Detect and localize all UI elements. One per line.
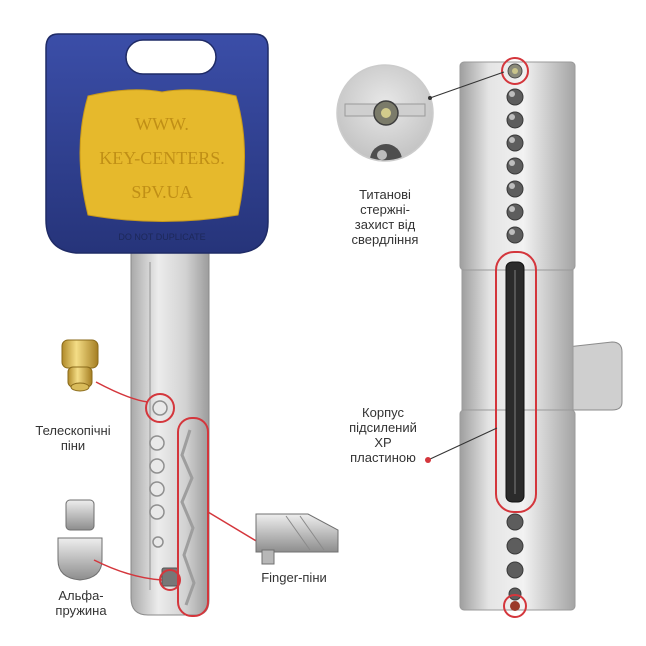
finger-pin: [255, 513, 339, 565]
alpha-spring: [57, 499, 103, 581]
telescopic-leader: [95, 381, 149, 403]
body-leader: [427, 427, 498, 461]
zoom-ring: [336, 64, 434, 162]
head-text-line-1: WWW.: [135, 114, 189, 134]
label-finger-pins: Finger-піни: [261, 570, 327, 585]
finger-leader: [207, 511, 259, 543]
bottom-rod: [510, 601, 520, 611]
alpha-highlight: [159, 569, 181, 591]
finger-highlight: [177, 417, 209, 617]
label-telescopic-pins: Телескопічні піни: [35, 423, 111, 453]
head-text-line-3: SPV.UA: [131, 182, 192, 202]
head-imprint: DO NOT DUPLICATE: [118, 232, 205, 242]
telescopic-pin: [61, 339, 99, 392]
blade-wave-channel: [180, 429, 196, 606]
alpha-leader: [93, 559, 163, 581]
label-xp-body: Корпус підсилений XP пластиною: [349, 405, 417, 465]
titanium-zoom: [336, 64, 505, 162]
key: WWW. KEY-CENTERS. SPV.UA DO NOT DUPLICAT…: [45, 33, 269, 616]
blade-dimples: [149, 400, 168, 548]
zoom-leader: [429, 71, 505, 99]
key-head-insert: [79, 89, 245, 222]
telescopic-highlight: [145, 393, 175, 423]
cylinder: [459, 57, 623, 618]
key-ring-hole: [125, 39, 217, 75]
key-callouts: [57, 339, 339, 617]
label-titanium-rods: Титанові стержні- захист від свердління: [351, 187, 419, 247]
xp-highlight: [495, 251, 537, 513]
head-text-line-2: KEY-CENTERS.: [99, 148, 225, 168]
key-blade: [130, 251, 210, 616]
label-alpha-spring: Альфа- пружина: [55, 588, 107, 618]
bottom-highlight: [503, 594, 527, 618]
titanium-highlight: [501, 57, 529, 85]
